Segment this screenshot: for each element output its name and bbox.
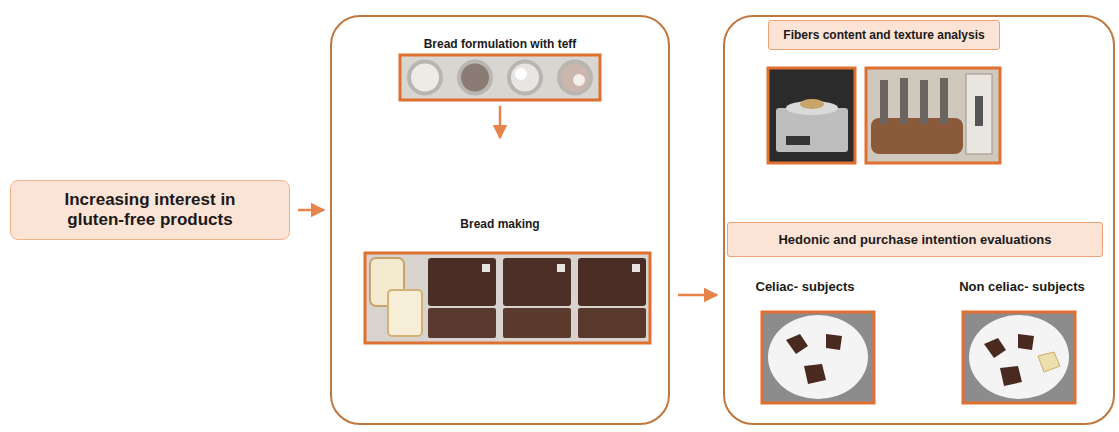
flow-arrow xyxy=(298,209,324,212)
flour-bowls-photo xyxy=(400,55,600,100)
start-box: Increasing interest in gluten-free produ… xyxy=(10,180,290,240)
texture-analyser-photo xyxy=(866,68,1000,163)
section-band: Fibers content and texture analysis xyxy=(768,20,1000,50)
evaluation-panel: Celiac- subjects Non celiac- subjects Fibe… xyxy=(723,15,1115,425)
box-label: Hedonic and purchase intention evaluatio… xyxy=(778,232,1051,248)
process-arrow xyxy=(499,106,502,138)
flow-arrow xyxy=(678,294,717,297)
tasting-plate-photo xyxy=(762,312,874,403)
breads-photo xyxy=(365,253,650,343)
panel-heading: Celiac- subjects xyxy=(740,279,870,295)
panel-heading: Non celiac- subjects xyxy=(947,279,1097,295)
box-label: Increasing interest in gluten-free produ… xyxy=(43,190,258,231)
panel-heading: Bread making xyxy=(332,217,668,231)
tasting-plate-photo xyxy=(963,312,1075,403)
section-band: Hedonic and purchase intention evaluatio… xyxy=(727,222,1103,257)
panel-heading: Bread formulation with teff xyxy=(332,37,668,51)
scale-photo xyxy=(768,68,855,163)
process-panel: Bread formulation with teffBread making xyxy=(330,15,670,425)
box-label: Fibers content and texture analysis xyxy=(783,28,984,42)
